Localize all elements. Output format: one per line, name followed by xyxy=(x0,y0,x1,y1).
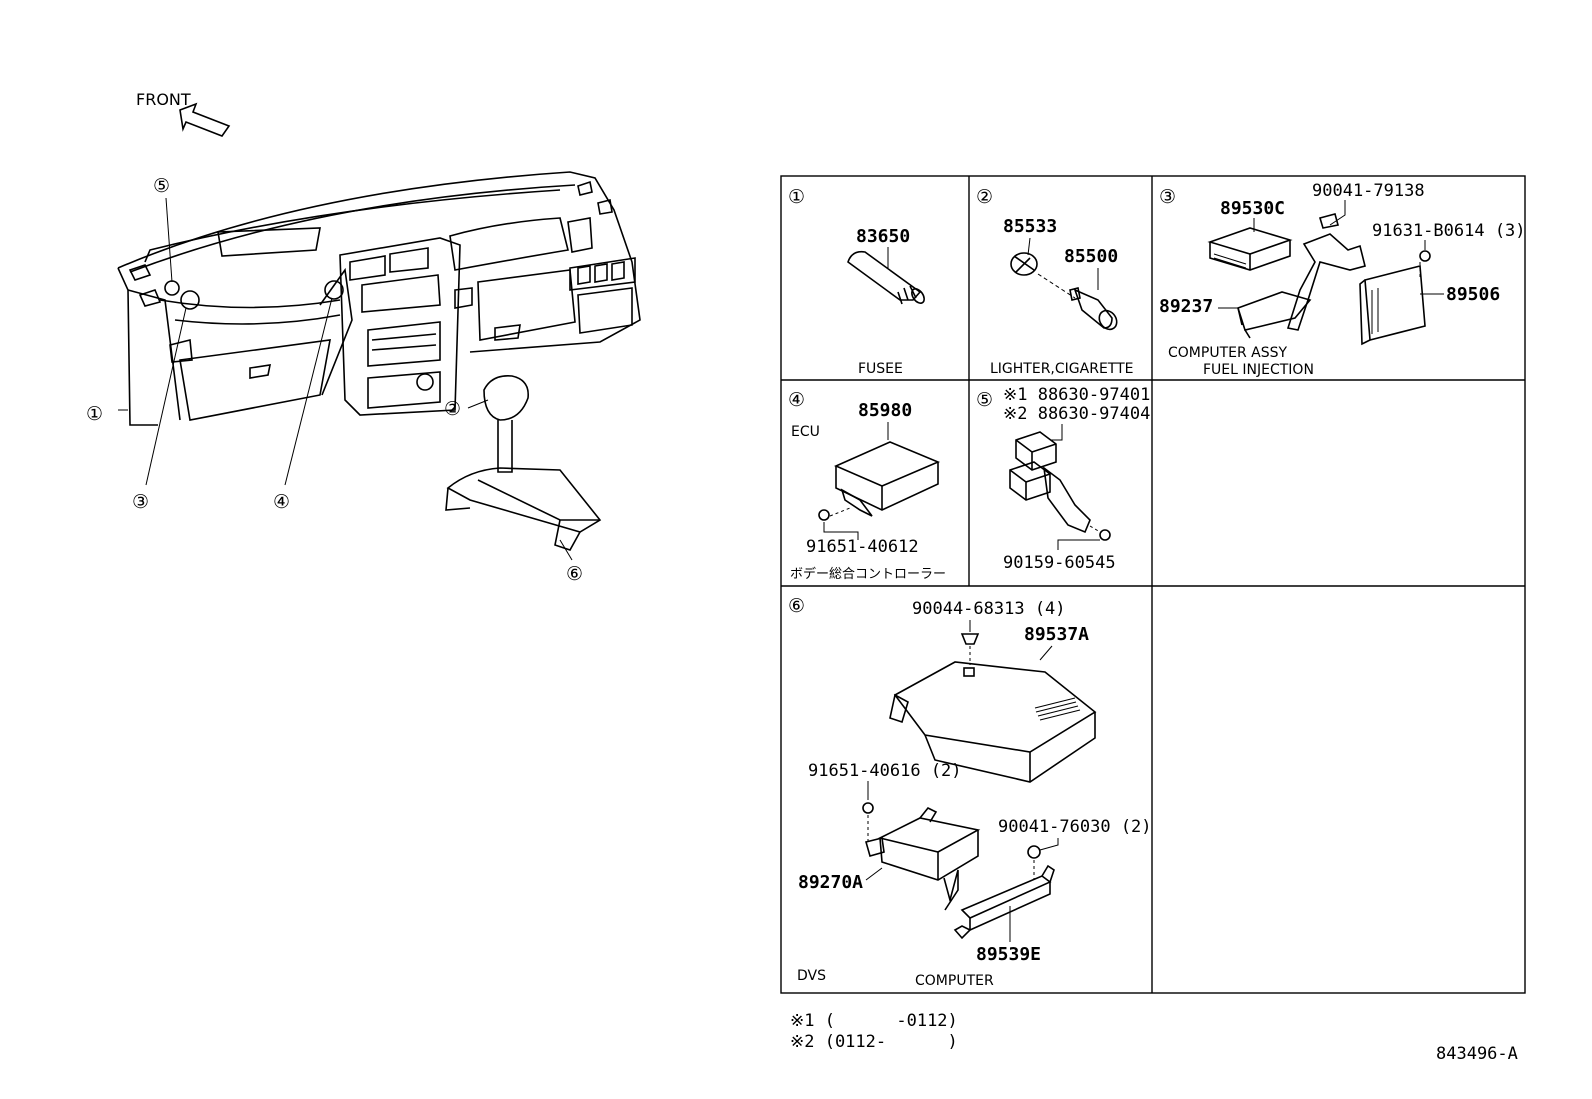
part-83650-label: 83650 xyxy=(856,226,910,247)
callout-5: ⑤ xyxy=(153,175,170,197)
mount-point-4 xyxy=(324,280,344,300)
cell-2: ② 85533 85500 LIGHTER,CIGARETTE xyxy=(976,186,1134,377)
cell-6: ⑥ 90044-68313 (4) 89537A 91651-40616 (2) xyxy=(788,595,1152,989)
part-89237-label: 89237 xyxy=(1159,296,1213,317)
cell-2-caption: LIGHTER,CIGARETTE xyxy=(990,361,1134,377)
callout-4: ④ xyxy=(273,491,290,513)
cell-6-number: ⑥ xyxy=(788,595,805,617)
part-90159-60545-label: 90159-60545 xyxy=(1003,553,1116,573)
cell-4-number: ④ xyxy=(788,389,805,411)
cell-4: ④ ECU 85980 91651-40612 ボデー総合コントローラー xyxy=(788,389,946,582)
dvs-computer-drawing xyxy=(865,806,981,911)
cover-drawing xyxy=(889,633,1097,783)
mount-point-3 xyxy=(180,290,200,310)
part-89530C-label: 89530C xyxy=(1220,198,1285,219)
cell-3-caption-1: COMPUTER ASSY xyxy=(1168,345,1287,361)
cell-1: ① 83650 FUSEE xyxy=(788,186,925,377)
cell-6-label: DVS xyxy=(797,968,826,984)
computer-assy-drawing xyxy=(1207,213,1431,346)
cell-3-number: ③ xyxy=(1159,186,1176,208)
bracket-drawing xyxy=(953,864,1055,940)
callout-6: ⑥ xyxy=(566,563,583,585)
footnote-1: ※1 ( -0112) xyxy=(790,1011,958,1031)
relay-drawing xyxy=(1009,431,1111,541)
callout-3: ③ xyxy=(132,491,149,513)
part-91631-B0614-label: 91631-B0614 (3) xyxy=(1372,221,1526,241)
callout-2: ② xyxy=(444,398,461,420)
parts-table xyxy=(780,175,1526,994)
fusee-drawing xyxy=(847,250,925,305)
cell-5-number: ⑤ xyxy=(976,389,993,411)
part-90044-68313-label: 90044-68313 (4) xyxy=(912,599,1066,619)
part-88630-97401-label: ※1 88630-97401 xyxy=(1003,385,1150,405)
part-89270A-label: 89270A xyxy=(798,872,863,893)
front-arrow-icon xyxy=(179,102,231,137)
cell-4-caption: ボデー総合コントローラー xyxy=(790,566,946,582)
footnote-2: ※2 (0112- ) xyxy=(790,1032,958,1052)
leader-2 xyxy=(467,399,489,409)
callout-1: ① xyxy=(86,403,103,425)
part-90041-79138-label: 90041-79138 xyxy=(1312,181,1425,201)
part-91651-40612-label: 91651-40612 xyxy=(806,537,919,557)
shift-lever-drawing xyxy=(445,374,602,551)
part-91651-40616-label: 91651-40616 (2) xyxy=(808,761,962,781)
cell-3: ③ 89530C 90041-79138 91631-B0614 (3) 892… xyxy=(1159,181,1526,378)
leader-6 xyxy=(559,539,573,561)
leader-4 xyxy=(284,297,333,486)
part-89539E-label: 89539E xyxy=(976,944,1041,965)
part-85980-label: 85980 xyxy=(858,400,912,421)
cell-6-caption: COMPUTER xyxy=(915,973,994,989)
part-85533-label: 85533 xyxy=(1003,216,1057,237)
part-88630-97404-label: ※2 88630-97404 xyxy=(1003,404,1150,424)
leader-5 xyxy=(165,197,173,283)
cell-2-number: ② xyxy=(976,186,993,208)
overview-illustration: FRONT xyxy=(86,90,641,585)
cell-5: ⑤ ※1 88630-97401 ※2 88630-97404 90159-60… xyxy=(976,385,1150,573)
mount-point-5 xyxy=(164,280,180,296)
cell-3-caption-2: FUEL INJECTION xyxy=(1203,362,1314,378)
cell-4-label: ECU xyxy=(791,424,820,440)
part-89506-label: 89506 xyxy=(1446,284,1500,305)
part-85500-label: 85500 xyxy=(1064,246,1118,267)
cell-1-number: ① xyxy=(788,186,805,208)
ecu-drawing xyxy=(818,441,941,521)
part-89537A-label: 89537A xyxy=(1024,624,1089,645)
cell-1-caption: FUSEE xyxy=(858,361,903,377)
part-90041-76030-label: 90041-76030 (2) xyxy=(998,817,1152,837)
leader-3 xyxy=(145,307,187,486)
front-label: FRONT xyxy=(136,90,191,109)
diagram-id: 843496-A xyxy=(1436,1044,1518,1064)
dashboard-drawing xyxy=(117,171,641,426)
lighter-drawing xyxy=(1010,252,1118,331)
leader-89270A xyxy=(865,867,883,881)
